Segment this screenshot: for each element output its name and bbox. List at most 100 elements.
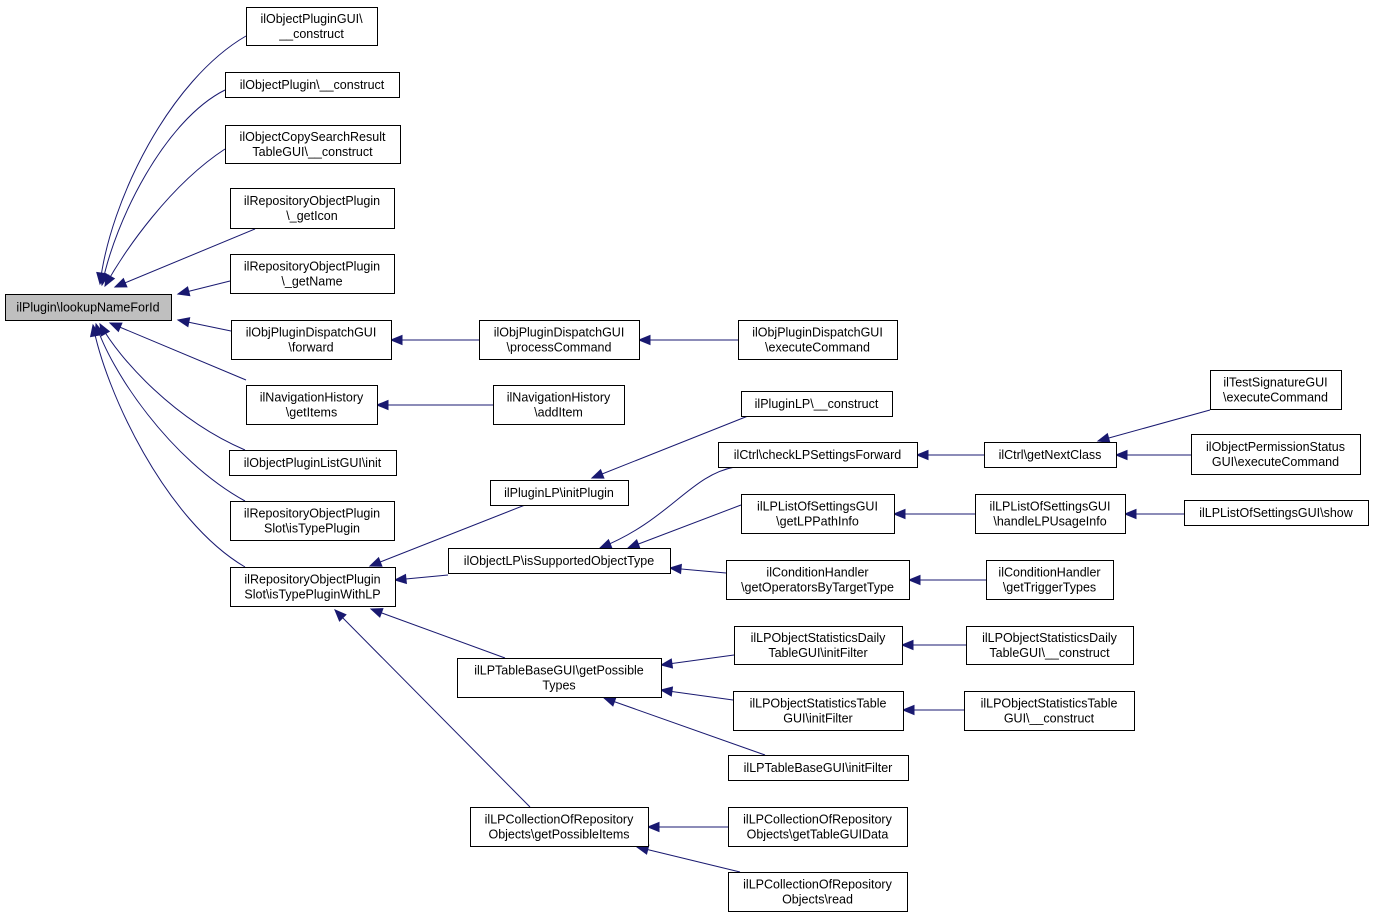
function-node-n5[interactable]: ilRepositoryObjectPlugin\_getName: [230, 254, 395, 294]
function-node-n7[interactable]: ilNavigationHistory\getItems: [246, 385, 378, 425]
function-node-n14[interactable]: ilPluginLP\initPlugin: [490, 480, 629, 506]
function-node-n13[interactable]: ilNavigationHistory\addItem: [493, 385, 625, 425]
function-node-n31[interactable]: ilLPTableBaseGUI\initFilter: [728, 755, 909, 781]
arrow-head: [892, 508, 906, 520]
edge-line: [660, 654, 735, 666]
function-node-n24[interactable]: ilConditionHandler\getOperatorsByTargetT…: [726, 560, 910, 600]
node-label: ilObjectLP\isSupportedObjectType: [464, 554, 654, 568]
node-box: [728, 872, 908, 912]
arrow-head: [108, 322, 123, 333]
edge-line: [114, 228, 256, 288]
function-node-n12[interactable]: ilObjPluginDispatchGUI\executeCommand: [738, 320, 898, 360]
function-node-n10[interactable]: ilRepositoryObjectPluginSlot\isTypePlugi…: [230, 567, 396, 607]
function-node-n19[interactable]: ilTestSignatureGUI\executeCommand: [1210, 370, 1342, 410]
function-node-n4[interactable]: ilRepositoryObjectPlugin\_getIcon: [230, 188, 395, 229]
edge-line: [104, 148, 226, 287]
edge-n14-to-n10: [368, 504, 526, 567]
node-label: \addItem: [534, 406, 583, 420]
edge-n28-to-n27: [900, 639, 966, 651]
arrow-head: [668, 563, 682, 575]
arrow-head: [590, 468, 605, 479]
node-box: [230, 254, 395, 294]
function-node-n33[interactable]: ilLPCollectionOfRepositoryObjects\getTab…: [728, 807, 908, 847]
arrow-head: [334, 609, 347, 622]
function-node-n27[interactable]: ilLPObjectStatisticsDailyTableGUI\initFi…: [734, 626, 903, 665]
function-node-n21[interactable]: ilLPListOfSettingsGUI\getLPPathInfo: [741, 494, 895, 534]
node-label: ilLPCollectionOfRepository: [743, 878, 892, 892]
edge-n8-to-root: [99, 322, 246, 451]
function-node-n32[interactable]: ilLPCollectionOfRepositoryObjects\getPos…: [470, 807, 649, 847]
node-label: ilLPObjectStatisticsDaily: [751, 631, 887, 645]
function-node-n22[interactable]: ilLPListOfSettingsGUI\handleLPUsageInfo: [975, 494, 1126, 534]
function-node-n16[interactable]: ilObjectLP\isSupportedObjectType: [448, 548, 671, 574]
edge-line: [369, 504, 526, 567]
node-label: Slot\isTypePlugin: [264, 522, 360, 536]
node-label: ilTestSignatureGUI: [1223, 376, 1327, 390]
edge-line: [627, 504, 742, 549]
function-node-n15[interactable]: ilPluginLP\__construct: [741, 391, 893, 417]
node-label: ilPluginLP\__construct: [755, 397, 879, 411]
arrow-head: [375, 399, 389, 411]
arrow-head: [659, 686, 674, 697]
node-label: ilLPListOfSettingsGUI: [990, 500, 1111, 514]
function-node-n11[interactable]: ilObjPluginDispatchGUI\processCommand: [479, 320, 640, 360]
function-node-n28[interactable]: ilLPObjectStatisticsDailyTableGUI\__cons…: [966, 626, 1134, 665]
node-box: [984, 442, 1117, 468]
node-box: [738, 320, 898, 360]
function-node-n3[interactable]: ilObjectCopySearchResultTableGUI\__const…: [225, 125, 401, 164]
function-node-n9[interactable]: ilRepositoryObjectPluginSlot\isTypePlugi…: [230, 501, 395, 541]
function-node-n1[interactable]: ilObjectPluginGUI\__construct: [246, 7, 378, 46]
node-label: TableGUI\__construct: [989, 646, 1110, 660]
node-label: ilLPCollectionOfRepository: [743, 813, 892, 827]
edge-line: [334, 609, 531, 808]
edge-line: [101, 89, 226, 286]
arrow-head: [602, 696, 617, 707]
edge-n5-to-root: [176, 280, 231, 297]
node-box: [741, 494, 895, 534]
node-label: ilConditionHandler: [998, 566, 1100, 580]
node-label: ilObjectPluginGUI\: [260, 12, 363, 26]
function-node-n2[interactable]: ilObjectPlugin\__construct: [225, 72, 400, 98]
edge-n27-to-n26: [659, 654, 735, 669]
node-label: \getOperatorsByTargetType: [741, 581, 894, 595]
node-label: Objects\getPossibleItems: [488, 828, 629, 842]
edge-n34-to-n32: [635, 844, 741, 873]
root-function-node[interactable]: ilPlugin\lookupNameForId: [5, 294, 172, 321]
node-label: ilConditionHandler: [766, 566, 868, 580]
edge-n4-to-root: [113, 228, 256, 288]
node-label: GUI\__construct: [1004, 712, 1095, 726]
edge-line: [603, 697, 766, 756]
node-label: ilLPListOfSettingsGUI: [757, 500, 878, 514]
node-box: [246, 385, 378, 425]
function-node-n6[interactable]: ilObjPluginDispatchGUI\forward: [231, 320, 392, 360]
edge-n3-to-root: [104, 148, 226, 288]
arrow-head: [900, 639, 914, 651]
function-node-n8[interactable]: ilObjectPluginListGUI\init: [229, 450, 397, 476]
node-label: \getLPPathInfo: [776, 515, 859, 529]
node-label: \_getName: [281, 275, 342, 289]
function-node-n18[interactable]: ilCtrl\getNextClass: [984, 442, 1117, 468]
arrow-head: [1123, 508, 1137, 520]
edge-n1-to-root: [96, 35, 247, 286]
function-node-n20[interactable]: ilObjectPermissionStatusGUI\executeComma…: [1191, 434, 1361, 475]
edge-n15-to-n14: [590, 415, 749, 479]
node-label: ilNavigationHistory: [507, 391, 611, 405]
node-box: [490, 480, 629, 506]
edge-n16-to-n10: [393, 573, 449, 585]
node-box: [231, 320, 392, 360]
function-node-n23[interactable]: ilLPListOfSettingsGUI\show: [1184, 500, 1369, 526]
node-label: ilPlugin\lookupNameForId: [16, 301, 159, 315]
function-node-n25[interactable]: ilConditionHandler\getTriggerTypes: [986, 560, 1114, 600]
arrow-head: [113, 277, 128, 288]
node-label: ilLPObjectStatisticsDaily: [982, 631, 1118, 645]
edge-n7-to-root: [108, 322, 247, 381]
arrow-head: [89, 323, 101, 338]
function-node-n17[interactable]: ilCtrl\checkLPSettingsForward: [718, 442, 918, 468]
node-label: \getTriggerTypes: [1003, 581, 1096, 595]
edge-line: [1097, 409, 1211, 442]
node-label: ilLPListOfSettingsGUI\show: [1199, 506, 1354, 520]
